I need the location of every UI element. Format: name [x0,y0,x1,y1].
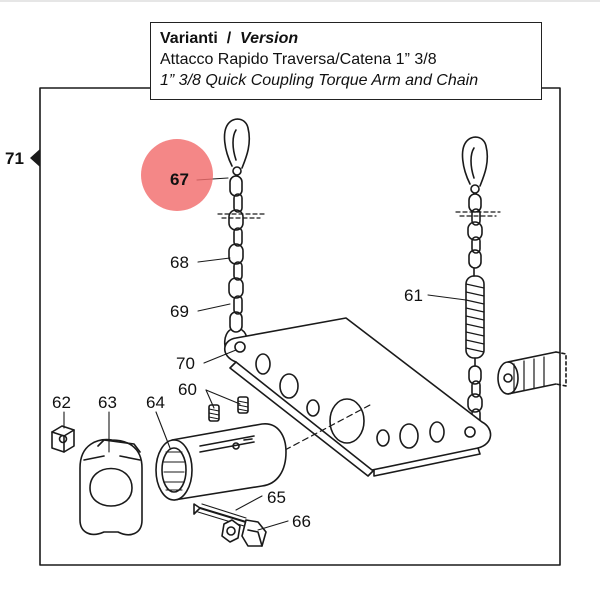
leader-lines [63,177,467,531]
left-chain-cut-marks [217,213,265,219]
callout-67[interactable]: 67 [170,170,189,189]
title-italian-line: Attacco Rapido Traversa/Catena 1” 3/8 [160,51,437,68]
hex-bolt [193,503,267,547]
clamp-bracket [79,438,143,536]
heading-separator: / [226,30,232,47]
right-snap-hook [461,136,489,194]
left-snap-hook [223,118,251,176]
right-chain-cut-marks [455,211,501,217]
diagram-frame [39,87,561,566]
callout-69[interactable]: 69 [170,302,189,321]
callout-70[interactable]: 70 [176,354,195,373]
left-chain [228,175,244,333]
right-chain-upper [467,193,483,269]
heading-english: Version [240,30,299,47]
torque-arm-plate [223,317,492,477]
callout-63[interactable]: 63 [98,393,117,412]
top-rule [0,0,600,2]
highlight-marker[interactable] [141,139,213,211]
splined-hub [155,423,287,501]
heading-italian: Varianti [160,30,218,47]
set-screw-left [208,404,220,422]
assembly-ref-71[interactable]: 71 [5,149,24,168]
callout-62[interactable]: 62 [52,393,71,412]
assembly-ref-pointer [30,149,40,167]
callout-66[interactable]: 66 [292,512,311,531]
callout-65[interactable]: 65 [267,488,286,507]
title-heading: Varianti / Version [160,28,541,49]
tension-spring [465,267,485,367]
callout-60[interactable]: 60 [178,380,197,399]
title-english-line: 1” 3/8 Quick Coupling Torque Arm and Cha… [160,72,479,89]
square-nut [51,425,75,453]
callout-64[interactable]: 64 [146,393,165,412]
callout-68[interactable]: 68 [170,253,189,272]
callout-61[interactable]: 61 [404,286,423,305]
splined-shaft [497,351,567,395]
variant-title-box: Varianti / Version Attacco Rapido Traver… [150,22,542,100]
hex-nut [221,519,241,543]
set-screw-right [237,396,249,414]
